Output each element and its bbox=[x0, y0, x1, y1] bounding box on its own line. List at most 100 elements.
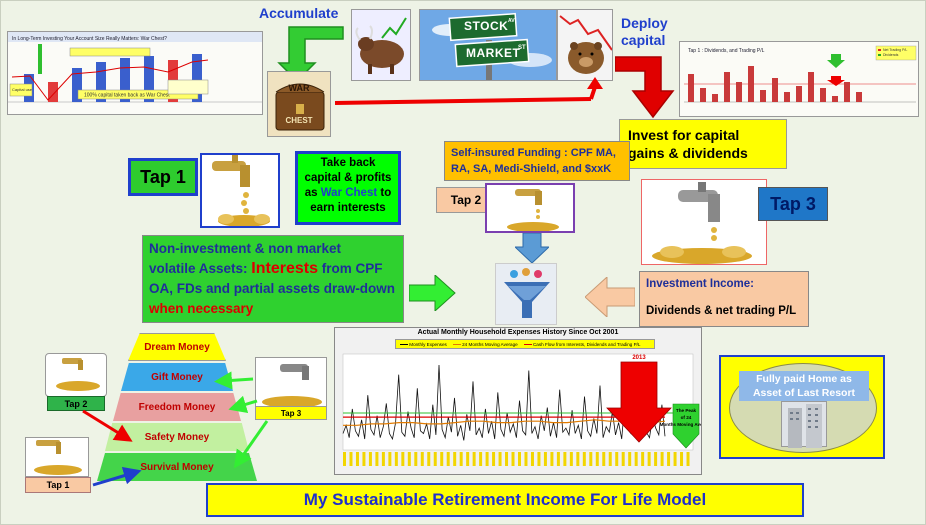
x-tick-label bbox=[433, 452, 437, 466]
footer-title-text: My Sustainable Retirement Income For Lif… bbox=[303, 490, 707, 509]
x-tick-label bbox=[556, 452, 560, 466]
non-invest-line4: when necessary bbox=[149, 301, 254, 316]
expenses-chart-title: Actual Monthly Household Expenses Histor… bbox=[417, 329, 619, 336]
bear-image bbox=[557, 9, 613, 81]
war-chest-logo-text-1: WAR bbox=[288, 83, 310, 93]
x-tick-label bbox=[505, 452, 509, 466]
war-chest-chart-thumbnail: In Long-Term Investing Your Account Size… bbox=[7, 31, 263, 115]
x-tick-label bbox=[511, 452, 515, 466]
x-tick-label bbox=[343, 452, 346, 466]
x-tick-label bbox=[634, 452, 638, 466]
take-back-line2: capital & profits bbox=[304, 172, 392, 184]
tap3-faucet-image bbox=[641, 179, 767, 265]
home-building-image bbox=[781, 401, 827, 448]
x-tick-label bbox=[492, 452, 496, 466]
pyramid-tap1-text: Tap 1 bbox=[46, 480, 70, 490]
investment-income-box: Investment Income: Dividends & net tradi… bbox=[639, 271, 809, 327]
x-tick-label bbox=[654, 452, 658, 466]
money-pyramid: Dream Money Gift Money Freedom Money Saf… bbox=[97, 333, 257, 483]
x-tick-label bbox=[673, 452, 677, 466]
pyramid-tap1-image bbox=[25, 437, 89, 477]
pyramid-tap3-image bbox=[255, 357, 327, 409]
tap2-label-text: Tap 2 bbox=[450, 193, 482, 207]
pyramid-dream-money: Dream Money bbox=[128, 333, 226, 361]
take-back-line3: as War Chest to bbox=[298, 186, 398, 201]
peak-average-marker bbox=[672, 403, 700, 449]
stock-sign-suffix: AV bbox=[508, 18, 515, 24]
x-tick-label bbox=[628, 452, 632, 466]
x-tick-label bbox=[680, 452, 684, 466]
x-tick-label bbox=[440, 452, 444, 466]
x-tick-label bbox=[446, 452, 450, 466]
non-invest-to-funnel-arrow bbox=[409, 275, 456, 311]
pyramid-tap2-text: Tap 2 bbox=[64, 398, 88, 409]
market-sign-word: MARKET bbox=[466, 46, 521, 60]
x-tick-label bbox=[401, 452, 405, 466]
non-invest-line1: Non-investment & non market bbox=[149, 241, 342, 256]
investment-income-to-funnel-arrow bbox=[585, 277, 635, 317]
annotation-peak-average-line: Months Moving Average bbox=[660, 422, 701, 427]
x-tick-label bbox=[388, 452, 392, 466]
tap1-label-text: Tap 1 bbox=[140, 166, 186, 187]
safety-money-label: Safety Money bbox=[144, 431, 210, 443]
home-box: Fully paid Home as Asset of Last Resort bbox=[719, 355, 885, 459]
x-tick-label bbox=[414, 452, 418, 466]
svg-text:100% capital taken back as War: 100% capital taken back as War Chest bbox=[84, 93, 170, 99]
x-tick-label bbox=[589, 452, 593, 466]
tap1-label: Tap 1 bbox=[128, 158, 198, 196]
expenses-chart: Actual Monthly Household Expenses Histor… bbox=[334, 327, 702, 475]
x-tick-label bbox=[349, 452, 353, 466]
deploy-label-line2: capital bbox=[621, 32, 666, 48]
dividends-chart-svg: Tap 1 : Dividends, and Trading P/L Net T… bbox=[684, 45, 917, 103]
pyramid-tap3-label: Tap 3 bbox=[255, 406, 327, 420]
take-back-line1: Take back bbox=[320, 157, 376, 169]
x-tick-label bbox=[362, 452, 366, 466]
home-box-line1: Fully paid Home as bbox=[756, 373, 852, 385]
gift-money-label: Gift Money bbox=[151, 371, 203, 383]
non-investment-assets-box: Non-investment & non market volatile Ass… bbox=[142, 235, 404, 323]
x-tick-label bbox=[563, 452, 567, 466]
market-sign-suffix: ST bbox=[518, 45, 526, 51]
war-chest-highlight: War Chest bbox=[320, 187, 378, 199]
annotation-2013: 2013 bbox=[632, 355, 646, 361]
series-monthly-expenses bbox=[342, 364, 666, 441]
tap2-to-funnel-arrow bbox=[515, 233, 549, 263]
x-tick-label bbox=[466, 452, 470, 466]
non-invest-line2: volatile Assets: Interests from CPF bbox=[149, 259, 397, 279]
invest-box-text: Invest for capital gains & dividends bbox=[628, 127, 748, 161]
investment-income-body: Dividends & net trading P/L bbox=[646, 305, 797, 317]
x-tick-label bbox=[602, 452, 606, 466]
bull-image bbox=[351, 9, 411, 81]
x-tick-label bbox=[686, 452, 690, 466]
non-invest-line2a: volatile Assets: bbox=[149, 261, 252, 276]
x-tick-label bbox=[660, 452, 664, 466]
x-tick-label bbox=[420, 452, 424, 466]
pyramid-freedom-money: Freedom Money bbox=[113, 393, 241, 421]
home-box-text: Fully paid Home as Asset of Last Resort bbox=[739, 371, 869, 401]
pyramid-tap2-image bbox=[45, 353, 107, 397]
war-chest-chart-svg: In Long-Term Investing Your Account Size… bbox=[8, 32, 262, 103]
home-box-line2: Asset of Last Resort bbox=[752, 387, 856, 399]
x-tick-label bbox=[485, 452, 489, 466]
x-tick-label bbox=[641, 452, 645, 466]
legend-cash-flow: Cash Flow from Interests, Dividends and … bbox=[523, 342, 640, 347]
x-tick-label bbox=[582, 452, 586, 466]
x-tick-label bbox=[427, 452, 431, 466]
svg-text:Capital use: Capital use bbox=[12, 87, 33, 92]
x-tick-label bbox=[550, 452, 554, 466]
tap3-label-text: Tap 3 bbox=[770, 193, 816, 214]
annotation-peak-average-line: The Peak bbox=[676, 408, 697, 413]
pyramid-tap3-text: Tap 3 bbox=[280, 408, 302, 418]
x-tick-label bbox=[621, 452, 625, 466]
x-tick-label bbox=[479, 452, 483, 466]
svg-text:Net Trading P/L: Net Trading P/L bbox=[883, 48, 907, 52]
war-chest-logo-text-2: CHEST bbox=[285, 116, 313, 125]
dream-money-label: Dream Money bbox=[144, 341, 210, 353]
x-tick-label bbox=[647, 452, 651, 466]
legend-moving-avg: 24 Months Moving Average bbox=[452, 342, 518, 347]
x-tick-label bbox=[615, 452, 619, 466]
accumulate-label: Accumulate bbox=[259, 5, 339, 21]
pyramid-survival-money: Survival Money bbox=[97, 453, 257, 481]
deploy-arrow bbox=[615, 56, 675, 119]
interests-highlight: Interests bbox=[251, 260, 318, 277]
